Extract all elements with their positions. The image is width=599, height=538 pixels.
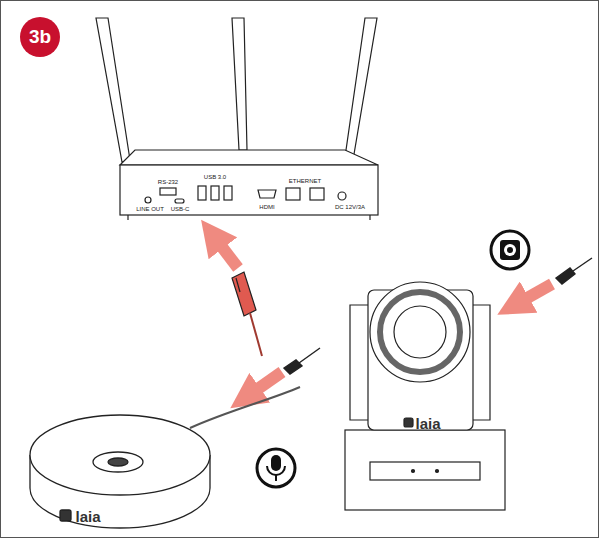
mic-top (30, 415, 210, 495)
brand-logo: laia (415, 416, 440, 431)
microphone (30, 415, 210, 528)
rs232-terminal (160, 188, 176, 195)
camera-arm (350, 305, 370, 420)
port-label: USB-C (171, 206, 190, 212)
port-label: DC 12V/3A (335, 204, 365, 210)
mic-cable (190, 348, 320, 428)
port-label: HDMI (259, 204, 274, 210)
hub-foot (369, 215, 370, 220)
red-arrow (245, 372, 282, 398)
usb-plug (236, 278, 240, 292)
ethernet-port (286, 188, 300, 200)
microphone-icon (267, 466, 285, 475)
camera-cable (573, 258, 592, 271)
usbc-port (175, 199, 184, 203)
logo-mark (60, 510, 71, 521)
port-label: RS-232 (158, 179, 178, 185)
port-label: LINE OUT (136, 206, 164, 212)
brand-logo: laia (75, 509, 100, 524)
microphone-icon (271, 455, 281, 471)
camera-icon (504, 244, 516, 256)
hub-device (96, 18, 378, 220)
usb-port (211, 186, 219, 200)
camera-cable (556, 258, 592, 284)
usb-plug (232, 272, 256, 316)
port-label: ETHERNET (289, 178, 321, 184)
step-number: 3b (29, 26, 51, 48)
mic-button (108, 458, 128, 466)
hdmi-port (258, 190, 276, 198)
camera-icon (491, 231, 529, 269)
camera-icon (491, 231, 529, 269)
usb-port (224, 186, 232, 200)
hub-top (120, 150, 378, 165)
red-arrow (513, 284, 552, 306)
logo-mark (404, 418, 413, 427)
antenna (232, 18, 247, 150)
mic-cable (299, 348, 320, 363)
port-label: USB 3.0 (204, 174, 226, 180)
camera-led (436, 470, 439, 473)
hub-foot (127, 215, 128, 220)
microphone-icon (257, 449, 295, 487)
usb-cable (232, 272, 262, 356)
antenna (344, 18, 377, 166)
camera-icon (500, 240, 520, 260)
antenna (96, 18, 130, 162)
ptz-camera (345, 282, 505, 510)
mic-button (93, 452, 143, 472)
camera-led (412, 470, 415, 473)
step-badge: 3b (20, 17, 60, 57)
camera-icon (507, 247, 513, 253)
camera-lens (370, 282, 470, 382)
red-arrow (212, 234, 238, 268)
usb-port (198, 186, 206, 200)
camera-slot (370, 462, 480, 480)
usb-cable (250, 313, 262, 356)
camera-lens (380, 292, 460, 372)
dc-jack (338, 192, 346, 200)
microphone-icon (257, 449, 295, 487)
camera-plug (556, 268, 575, 284)
line-out-jack (145, 197, 151, 203)
camera-base (345, 430, 505, 510)
ethernet-port (310, 188, 324, 200)
microphone-icon (275, 475, 277, 481)
hub-front (120, 165, 378, 215)
mic-cable (190, 387, 300, 428)
camera-lens (394, 306, 446, 358)
